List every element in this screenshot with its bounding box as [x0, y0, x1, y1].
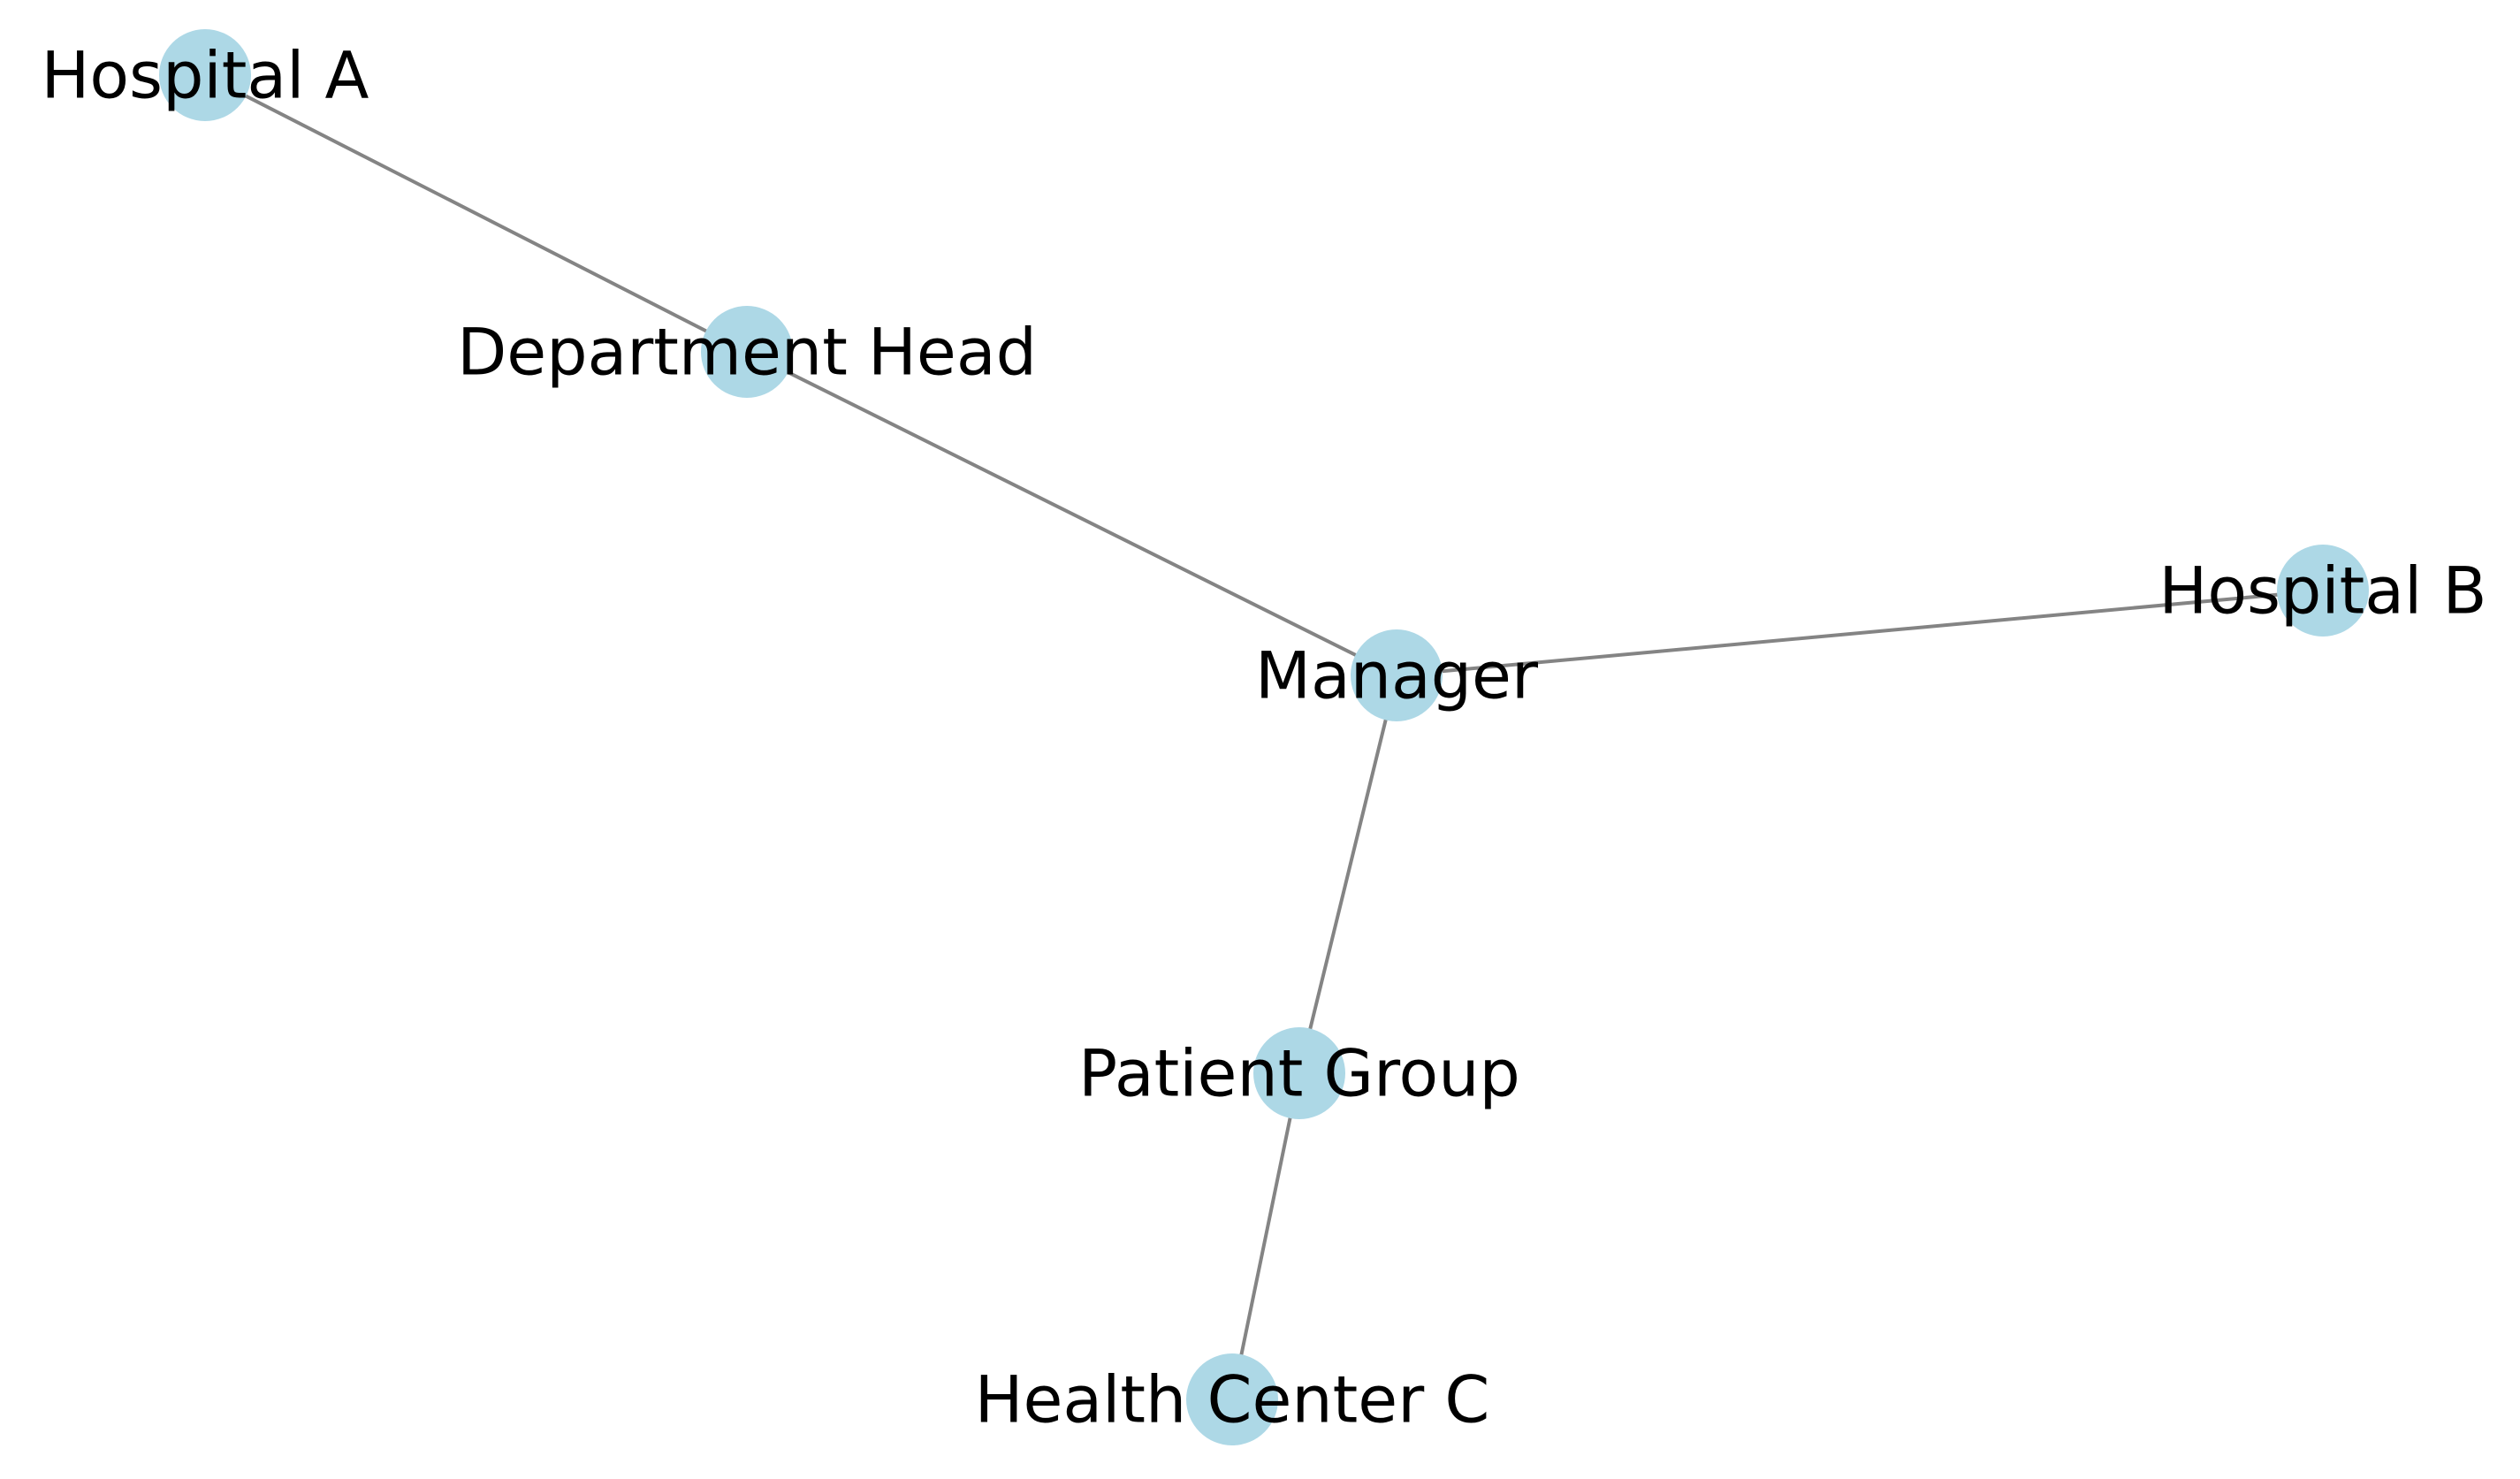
nodes-layer [159, 29, 2369, 1445]
node-label-health-center-c: Health Center C [975, 1363, 1490, 1438]
node-label-patient-group: Patient Group [1078, 1037, 1520, 1112]
node-patient-group [1253, 1027, 1345, 1119]
node-label-manager: Manager [1255, 639, 1539, 714]
node-hospital-b [2277, 545, 2369, 637]
node-hospital-a [159, 29, 251, 121]
node-label-hospital-b: Hospital B [2158, 554, 2486, 629]
node-label-hospital-a: Hospital A [42, 39, 369, 114]
node-label-department-head: Department Head [457, 316, 1037, 391]
edges-layer [203, 73, 2325, 1401]
node-health-center-c [1186, 1353, 1278, 1445]
node-department-head [701, 306, 793, 398]
node-manager [1351, 629, 1443, 721]
edge-hospital-a--department-head [203, 73, 749, 354]
edge-manager--hospital-b [1395, 589, 2325, 677]
edge-patient-group--health-center-c [1230, 1071, 1301, 1401]
edge-manager--patient-group [1298, 674, 1398, 1075]
edge-department-head--manager [745, 350, 1398, 677]
